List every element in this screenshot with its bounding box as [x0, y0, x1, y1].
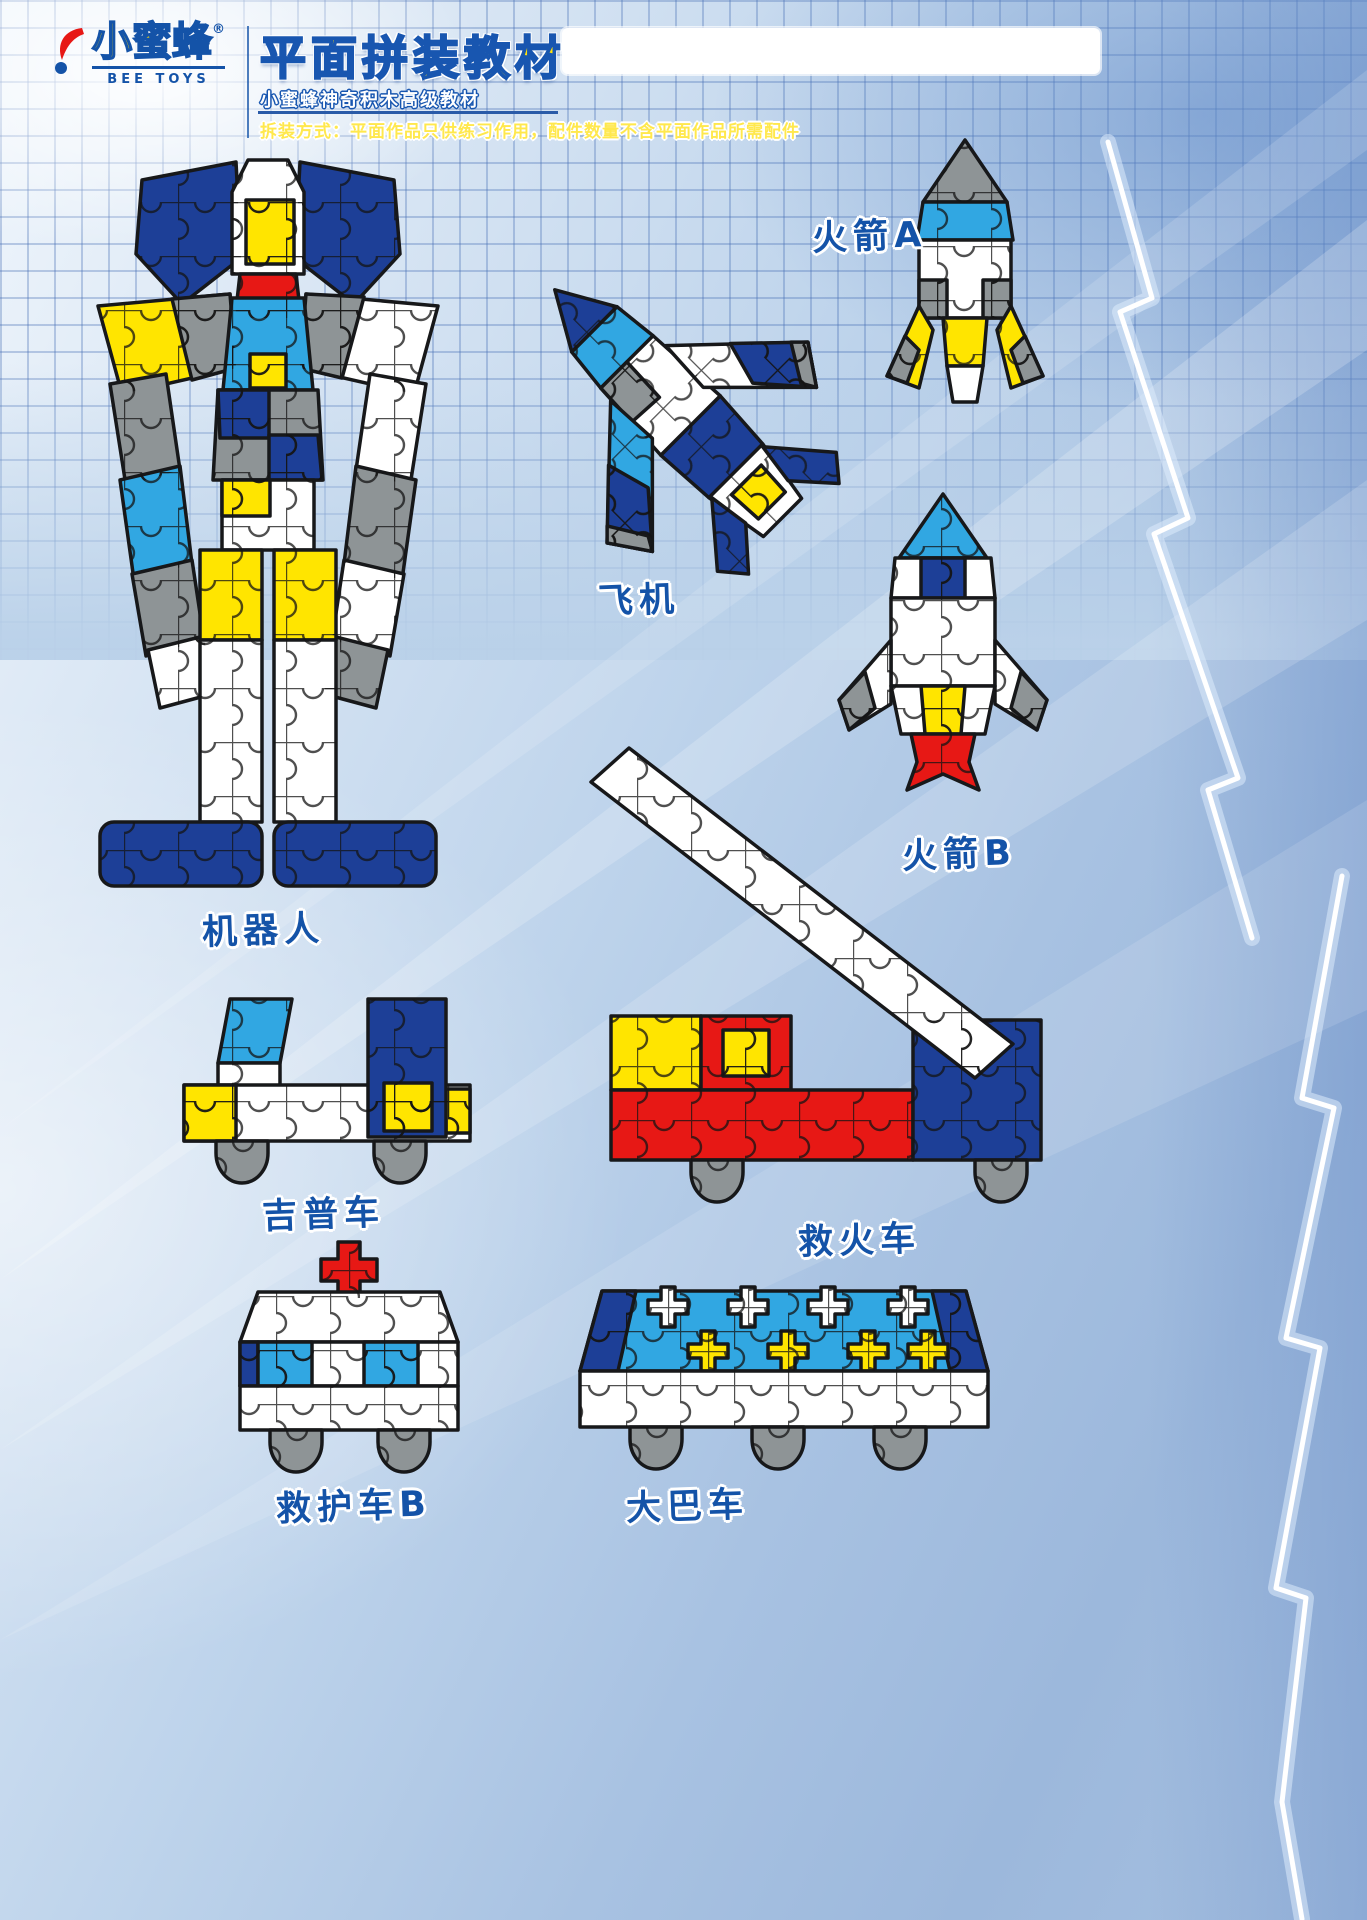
airplane-figure: [553, 288, 841, 576]
figure-label-rocket-a: 火箭A: [811, 215, 928, 259]
figure-label-rocket-b: 火箭B: [901, 833, 1018, 877]
figure-label-airplane: 飞机: [597, 579, 681, 623]
figure-label-ambulance-b: 救护车B: [275, 1484, 433, 1530]
figure-label-jeep: 吉普车: [261, 1192, 386, 1238]
robot-figure: [96, 158, 440, 888]
jeep-figure: [182, 997, 472, 1185]
ambulance-b-figure: [238, 1240, 460, 1474]
figure-label-bus: 大巴车: [625, 1484, 750, 1530]
bus-figure: [578, 1285, 990, 1471]
rocket-b-figure: [837, 492, 1049, 792]
fire-truck-figure: [589, 746, 1043, 1204]
figure-label-robot: 机器人: [201, 908, 326, 954]
figure-label-fire-truck: 救火车: [797, 1218, 922, 1264]
rocket-a-figure: [885, 138, 1045, 404]
